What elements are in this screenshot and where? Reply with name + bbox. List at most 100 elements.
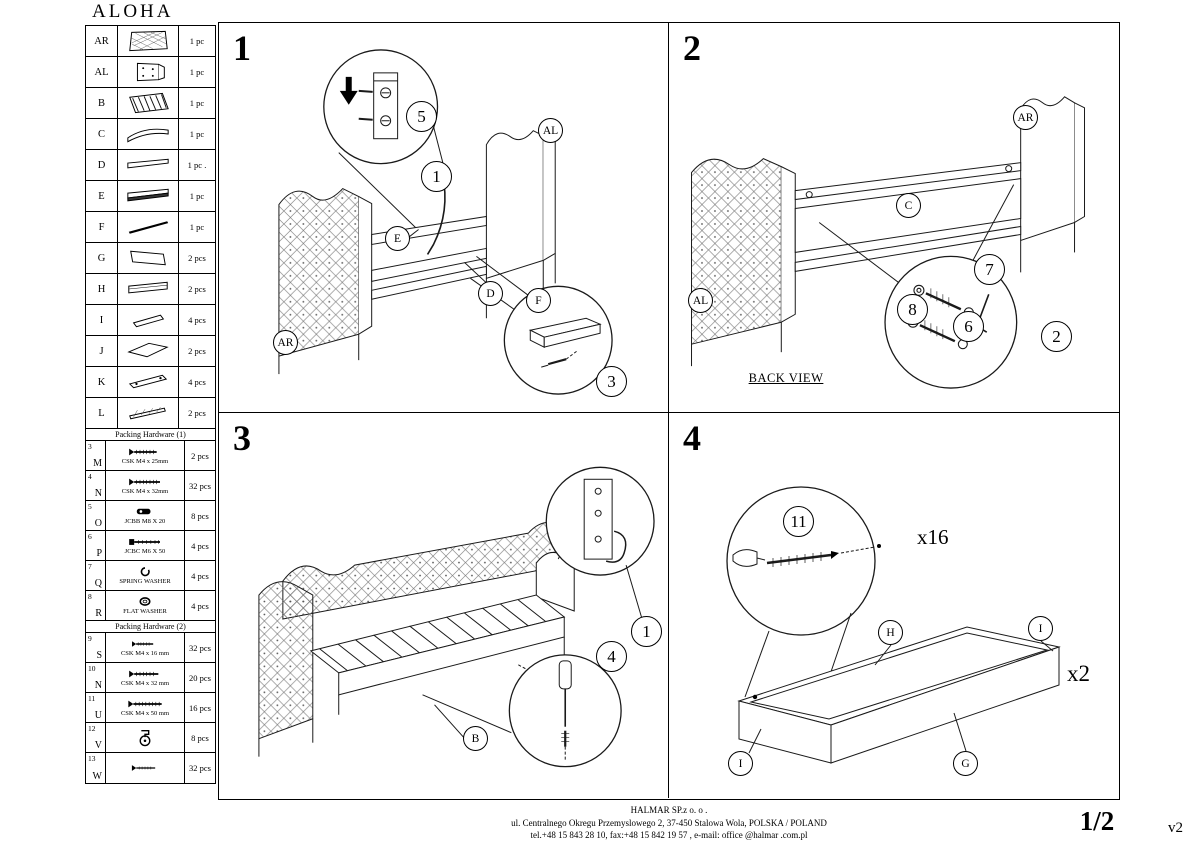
callout-1: 1 [631, 616, 662, 647]
spring-washer-icon [140, 567, 150, 577]
part-qty: 1 pc [189, 98, 205, 108]
hw-desc: CSK M4 x 32mm [121, 487, 169, 495]
part-qty: 2 pcs [188, 346, 206, 356]
part-icon-headboard-right [118, 26, 179, 56]
part-row: AL 1 pc [86, 57, 215, 88]
part-label: L [86, 398, 118, 428]
hw-num: 13 [88, 754, 96, 763]
step-4-panel: 4 [669, 413, 1119, 798]
part-icon-slat-holes [118, 367, 179, 397]
label-ar: AR [273, 330, 298, 355]
hw-desc: FLAT WASHER [123, 608, 167, 615]
caster-wheel-icon [139, 729, 151, 746]
label-f: F [526, 288, 551, 313]
part-row: H 2 pcs [86, 274, 215, 305]
callout-6: 6 [953, 311, 984, 342]
callout-4: 4 [596, 641, 627, 672]
part-label: F [86, 212, 118, 242]
callout-7: 7 [974, 254, 1005, 285]
hw-letter: N [94, 680, 102, 691]
hw-qty: 32 pcs [189, 480, 211, 491]
label-b: B [463, 726, 488, 751]
footer-address: ul. Centralnego Okregu Przemyslowego 2, … [511, 817, 827, 828]
part-label: H [86, 274, 118, 304]
label-g: G [953, 751, 978, 776]
footer-contact: tel.+48 15 843 28 10, fax:+48 15 842 19 … [530, 830, 808, 841]
csk-screw-icon [128, 700, 162, 707]
parts-list: AR 1 pc AL 1 pc B 1 pc C 1 pc D 1 pc . E [85, 25, 216, 784]
label-e: E [385, 226, 410, 251]
label-c: C [896, 193, 921, 218]
hw-qty: 20 pcs [189, 672, 211, 683]
hw-num: 7 [88, 562, 92, 571]
flat-washer-icon [139, 597, 151, 606]
callout-2: 2 [1041, 321, 1072, 352]
part-label: G [86, 243, 118, 273]
hw-num: 10 [88, 664, 96, 673]
hw-qty: 32 pcs [189, 642, 211, 653]
hw-qty: 8 pcs [191, 732, 209, 743]
hw-desc: SPRING WASHER [119, 578, 171, 585]
hw-qty: 4 pcs [191, 600, 209, 611]
hw-qty: 4 pcs [191, 570, 209, 581]
hw-desc: CSK M4 x 16 mm [120, 649, 170, 657]
part-qty: 2 pcs [188, 253, 206, 263]
step-1-panel: 1 [219, 23, 669, 413]
part-icon-headboard-left [118, 57, 179, 87]
part-qty: 2 pcs [188, 284, 206, 294]
part-label: AR [86, 26, 118, 56]
part-qty: 4 pcs [188, 377, 206, 387]
back-view-note: BACK VIEW [748, 371, 824, 385]
csk-screw-icon [129, 478, 160, 485]
part-icon-rail [118, 150, 179, 180]
footer: HALMAR SP.z o. o . ul. Centralnego Okreg… [218, 804, 1120, 842]
part-row: E 1 pc [86, 181, 215, 212]
callout-11: 11 [783, 506, 814, 537]
small-screw-icon [131, 765, 156, 771]
hw-num: 6 [88, 532, 92, 541]
label-al: AL [688, 288, 713, 313]
part-qty: 4 pcs [188, 315, 206, 325]
label-i-top: I [1028, 616, 1053, 641]
assembly-steps-frame: 1 [218, 22, 1120, 800]
version-tag: v2 [1168, 820, 1183, 836]
hw-letter: V [94, 740, 102, 751]
hw-num: 5 [88, 502, 92, 511]
hw-desc: JCBC M6 X 50 [124, 547, 166, 555]
part-label: D [86, 150, 118, 180]
part-icon-board [118, 336, 179, 366]
step2-drawing [691, 96, 1086, 389]
hw-qty: 4 pcs [191, 540, 209, 551]
step-number: 3 [233, 418, 251, 458]
page-number: 1/2 [1079, 806, 1115, 836]
hw-qty: 8 pcs [191, 510, 209, 521]
hw-desc: JCBB M8 X 20 [124, 518, 166, 525]
bolt-icon [129, 538, 160, 545]
hw-letter: M [93, 458, 102, 469]
hw-num: 11 [88, 694, 96, 703]
part-row: B 1 pc [86, 88, 215, 119]
part-label: E [86, 181, 118, 211]
part-label: B [86, 88, 118, 118]
hw-desc: CSK M4 x 32 mm [120, 679, 170, 687]
part-label: AL [86, 57, 118, 87]
part-row: D 1 pc . [86, 150, 215, 181]
hw-letter: W [92, 771, 102, 782]
part-qty: 1 pc [189, 67, 205, 77]
callout-8: 8 [897, 294, 928, 325]
step-2-panel: 2 [669, 23, 1119, 413]
part-icon-long-panel [118, 274, 179, 304]
part-row: K 4 pcs [86, 367, 215, 398]
part-label: J [86, 336, 118, 366]
hw-letter: O [94, 518, 102, 529]
callout-3: 3 [596, 366, 627, 397]
part-qty: 1 pc [189, 191, 205, 201]
multiplier-x2: x2 [1067, 661, 1090, 686]
part-row: I 4 pcs [86, 305, 215, 336]
hw-letter: Q [94, 578, 102, 589]
